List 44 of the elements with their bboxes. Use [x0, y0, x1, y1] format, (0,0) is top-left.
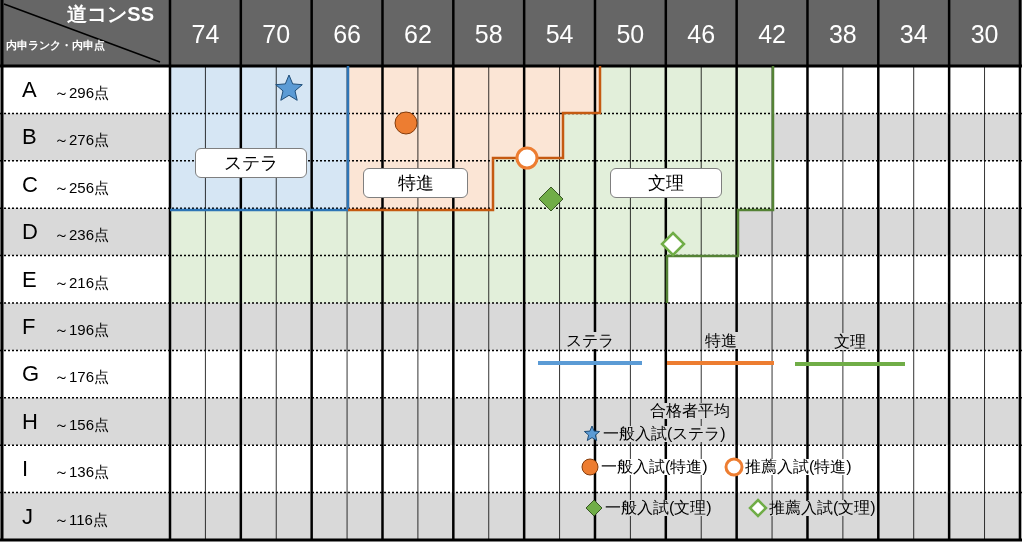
column-header: 46	[686, 22, 717, 47]
row-points: ～136点	[54, 464, 110, 480]
legend-label: 一般入試(ステラ)	[602, 426, 727, 442]
column-header: 50	[615, 22, 646, 47]
legend-label: 一般入試(特進)	[600, 459, 709, 475]
region-label-box: 特進	[363, 168, 468, 198]
row-rank: H	[22, 410, 38, 433]
row-rank: B	[22, 126, 37, 149]
row-points: ～156点	[54, 416, 110, 432]
row-rank: C	[22, 173, 38, 196]
column-header: 38	[827, 22, 858, 47]
row-rank: G	[22, 363, 40, 386]
region-label-box: ステラ	[195, 148, 307, 178]
row-rank: D	[22, 221, 38, 244]
row-rank: J	[22, 505, 33, 528]
column-header: 62	[403, 22, 433, 47]
column-axis-title: 道コンSS	[67, 4, 154, 24]
legend-label: 文理	[831, 334, 869, 350]
legend-title: 合格者平均	[648, 403, 732, 419]
column-header: 58	[473, 22, 504, 47]
row-points: ～296点	[54, 85, 110, 100]
legend-label: 一般入試(文理)	[604, 500, 713, 516]
column-header: 74	[190, 22, 221, 47]
row-points: ～256点	[54, 179, 110, 195]
row-rank: A	[22, 79, 37, 101]
legend-label: 推薦入試(特進)	[744, 459, 853, 475]
row-rank: I	[22, 458, 29, 481]
row-rank: E	[22, 268, 37, 291]
row-points: ～116点	[54, 511, 108, 527]
row-points: ～176点	[54, 369, 110, 385]
legend-label: 推薦入試(文理)	[768, 500, 877, 516]
column-header: 54	[544, 22, 575, 47]
row-points: ～216点	[54, 274, 110, 290]
column-header: 70	[261, 22, 292, 47]
row-points: ～236点	[54, 227, 110, 243]
row-points: ～276点	[54, 132, 110, 148]
column-header: 42	[757, 22, 787, 47]
row-rank: F	[22, 316, 36, 338]
region-label-box: 文理	[610, 168, 722, 198]
row-points: ～196点	[54, 322, 110, 337]
column-header: 66	[332, 22, 362, 47]
row-axis-title: 内申ランク・内申点	[6, 40, 105, 51]
column-header: 30	[969, 22, 1000, 47]
column-header: 34	[898, 22, 929, 47]
